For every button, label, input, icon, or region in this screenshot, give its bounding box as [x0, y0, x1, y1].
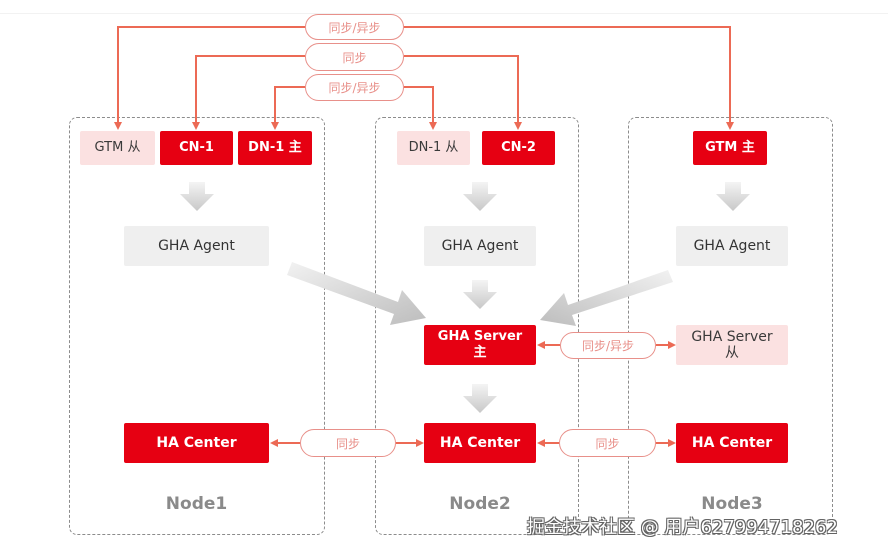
- link-cn: [192, 55, 522, 130]
- gtm-standby-box: GTM 从: [80, 131, 155, 165]
- top-divider: [0, 13, 888, 14]
- down-arrow-icon: [463, 384, 497, 413]
- link-label-gha-server: 同步/异步: [560, 332, 656, 359]
- node1-gha-agent: GHA Agent: [124, 226, 269, 266]
- node3-ha-center: HA Center: [676, 423, 788, 463]
- node3-label: Node3: [701, 494, 763, 514]
- gha-server-standby-role: 从: [725, 345, 739, 361]
- link-label-ha-1: 同步: [300, 429, 396, 457]
- gha-server-primary-name: GHA Server: [437, 329, 523, 344]
- down-arrow-icon: [716, 182, 750, 211]
- node1-label: Node1: [165, 494, 228, 514]
- gha-server-standby-name: GHA Server: [691, 329, 773, 345]
- link-label-ha-2: 同步: [559, 429, 656, 457]
- link-label-cn: 同步: [305, 43, 404, 71]
- dn-1-standby-box: DN-1 从: [397, 131, 470, 165]
- gha-server-primary-role: 主: [473, 345, 487, 360]
- link-label-gtm: 同步/异步: [305, 14, 404, 40]
- node1-ha-center: HA Center: [124, 423, 269, 463]
- gha-server-standby: GHA Server 从: [676, 325, 788, 365]
- dn-1-primary-box: DN-1 主: [238, 131, 312, 165]
- node2-label: Node2: [449, 494, 511, 514]
- cn-2-box: CN-2: [482, 131, 555, 165]
- gtm-primary-box: GTM 主: [693, 131, 767, 165]
- cn-1-box: CN-1: [160, 131, 233, 165]
- link-dn: [271, 86, 437, 130]
- gha-server-primary: GHA Server 主: [424, 325, 536, 365]
- link-gtm: [114, 26, 734, 130]
- node2-frame: [375, 117, 579, 535]
- down-arrow-icon: [463, 182, 497, 211]
- down-arrow-icon: [463, 280, 497, 309]
- node2-gha-agent: GHA Agent: [424, 226, 536, 266]
- diagonal-arrow-icon: [287, 262, 426, 325]
- down-arrow-icon: [180, 182, 214, 211]
- link-label-dn: 同步/异步: [305, 74, 404, 101]
- node3-gha-agent: GHA Agent: [676, 226, 788, 266]
- node2-ha-center: HA Center: [424, 423, 536, 463]
- watermark: 掘金技术社区 @ 用户627994718262: [527, 517, 838, 538]
- diagonal-arrow-icon: [540, 270, 673, 326]
